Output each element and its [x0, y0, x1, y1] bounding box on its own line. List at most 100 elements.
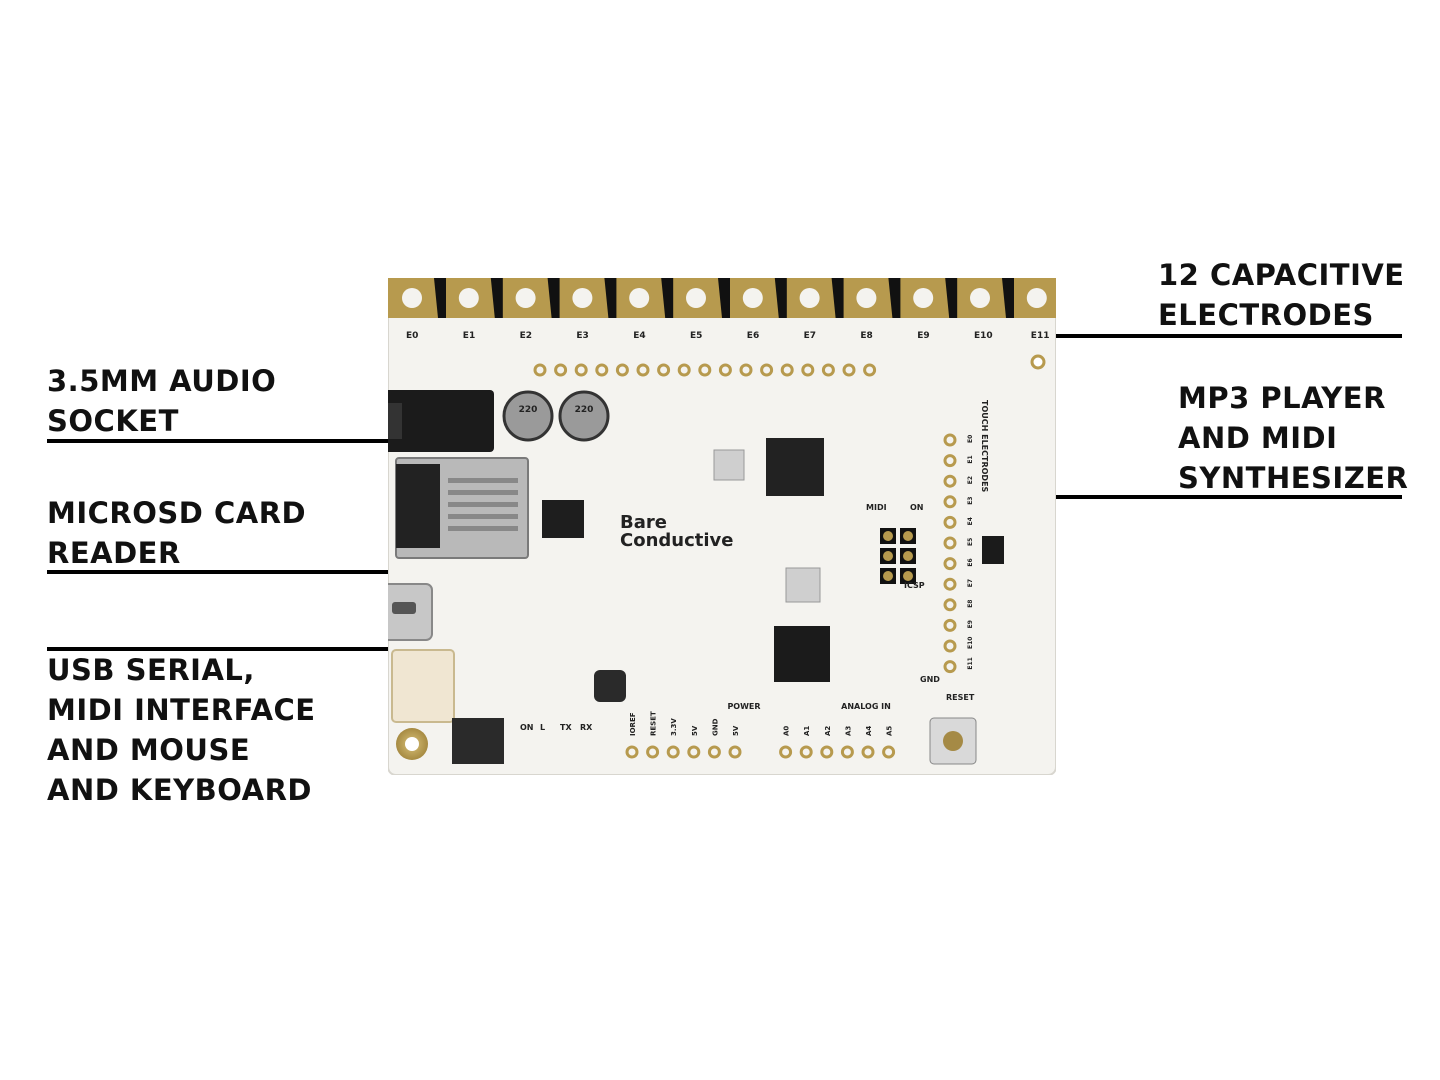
pin-label: A2: [824, 726, 832, 736]
label-line: 12 CAPACITIVE: [1158, 258, 1405, 292]
touch-header-pin: [943, 474, 957, 488]
header-pin: [554, 363, 568, 377]
electrode-label: E7: [804, 331, 816, 341]
icsp-label: ICSP: [904, 581, 925, 590]
mount-hole: [1030, 354, 1046, 370]
header-pin: [861, 745, 875, 759]
led-label: ON: [520, 723, 534, 732]
icsp-header: [880, 528, 916, 584]
touch-header-pin: [943, 660, 957, 674]
leader-line-capacitive: [1030, 334, 1402, 338]
midi-label: MIDI: [866, 503, 887, 512]
electrode-label: E2: [520, 331, 532, 341]
label-line: SOCKET: [47, 404, 179, 438]
header-pin: [799, 745, 813, 759]
header-pin: [615, 363, 629, 377]
electrode-label: E6: [747, 331, 759, 341]
label-line: MP3 PLAYER: [1178, 381, 1386, 415]
touch-header-pin: [943, 433, 957, 447]
touch-header-pin: [943, 495, 957, 509]
electrode-pad-e10: [958, 278, 1014, 318]
touch-header-pin: [943, 557, 957, 571]
header-pin: [574, 363, 588, 377]
electrode-pad-e11: [1014, 278, 1056, 318]
touch-pin-label: E5: [967, 538, 974, 546]
header-pin: [666, 745, 680, 759]
touch-header-pin: [943, 536, 957, 550]
header-pin: [882, 745, 896, 759]
pin-label: IOREF: [629, 712, 637, 736]
label-mp3-player: MP3 PLAYER AND MIDI SYNTHESIZER: [1178, 378, 1408, 498]
microsd-card: [396, 464, 440, 548]
label-line: AND MOUSE: [47, 733, 251, 767]
touch-pin-label: E8: [967, 600, 974, 608]
leader-line-microsd: [47, 570, 531, 574]
header-pin: [636, 363, 650, 377]
label-line: ELECTRODES: [1158, 298, 1374, 332]
audio-jack-mouth: [388, 403, 402, 439]
header-pin: [657, 363, 671, 377]
header-pin: [728, 745, 742, 759]
electrode-pad-e4: [617, 278, 674, 318]
electrode-pad-e1: [446, 278, 503, 318]
pin-label: A1: [803, 726, 811, 736]
label-usb-serial: USB SERIAL, MIDI INTERFACE AND MOUSE AND…: [47, 650, 316, 810]
electrode-pad-e9: [901, 278, 958, 318]
leader-line-audio: [47, 439, 500, 443]
inductor: [594, 670, 626, 702]
electrode-label: E4: [633, 331, 645, 341]
electrode-pad-e7: [787, 278, 844, 318]
label-line: READER: [47, 536, 181, 570]
svg-text:220: 220: [575, 405, 594, 415]
electrode-label: E8: [860, 331, 872, 341]
reset-label: RESET: [946, 693, 975, 702]
header-pin: [595, 363, 609, 377]
label-audio-socket: 3.5MM AUDIO SOCKET: [47, 361, 276, 441]
chip-level-shifter: [542, 500, 584, 538]
label-line: AND MIDI: [1178, 421, 1338, 455]
touch-pin-label: E3: [967, 497, 974, 505]
touch-header-pin: [943, 598, 957, 612]
header-pin: [698, 363, 712, 377]
power-label: POWER: [727, 702, 760, 711]
crystal: [713, 449, 745, 481]
touch-header-pin: [943, 515, 957, 529]
audio-jack: [388, 390, 494, 452]
touch-pin-label: E11: [967, 657, 974, 669]
touch-pin-label: E1: [967, 455, 974, 463]
pin-label: A3: [844, 726, 852, 736]
label-line: MICROSD CARD: [47, 496, 307, 530]
chip-microcontroller: [774, 626, 830, 682]
pin-label: 5V: [691, 725, 699, 736]
electrode-pad-e8: [844, 278, 901, 318]
gnd-label: GND: [920, 675, 940, 684]
header-pin: [780, 363, 794, 377]
header-pin: [760, 363, 774, 377]
label-line: MIDI INTERFACE: [47, 693, 316, 727]
touch-header-pin: [943, 618, 957, 632]
label-line: SYNTHESIZER: [1178, 461, 1409, 495]
label-line: AND KEYBOARD: [47, 773, 312, 807]
header-pin: [687, 745, 701, 759]
chip-touch-sensor: [982, 536, 1004, 564]
electrode-label: E0: [406, 331, 418, 341]
touch-pin-label: E10: [967, 637, 974, 649]
electrode-label: E11: [1031, 331, 1050, 341]
electrode-label: E1: [463, 331, 475, 341]
analog-label: ANALOG IN: [841, 702, 891, 711]
header-pin: [840, 745, 854, 759]
touch-pin-label: E7: [967, 579, 974, 587]
pcb-body: [388, 278, 1056, 775]
label-line: USB SERIAL,: [47, 653, 255, 687]
electrode-label: E5: [690, 331, 702, 341]
label-microsd-reader: MICROSD CARD READER: [47, 493, 306, 573]
header-pin: [821, 363, 835, 377]
pin-label: GND: [711, 718, 719, 736]
touch-pin-label: E9: [967, 620, 974, 628]
microsd-contacts: [448, 478, 518, 531]
chip-mp3-decoder: [766, 438, 824, 496]
pin-label: 3.3V: [670, 718, 678, 736]
battery-connector: [391, 649, 455, 723]
